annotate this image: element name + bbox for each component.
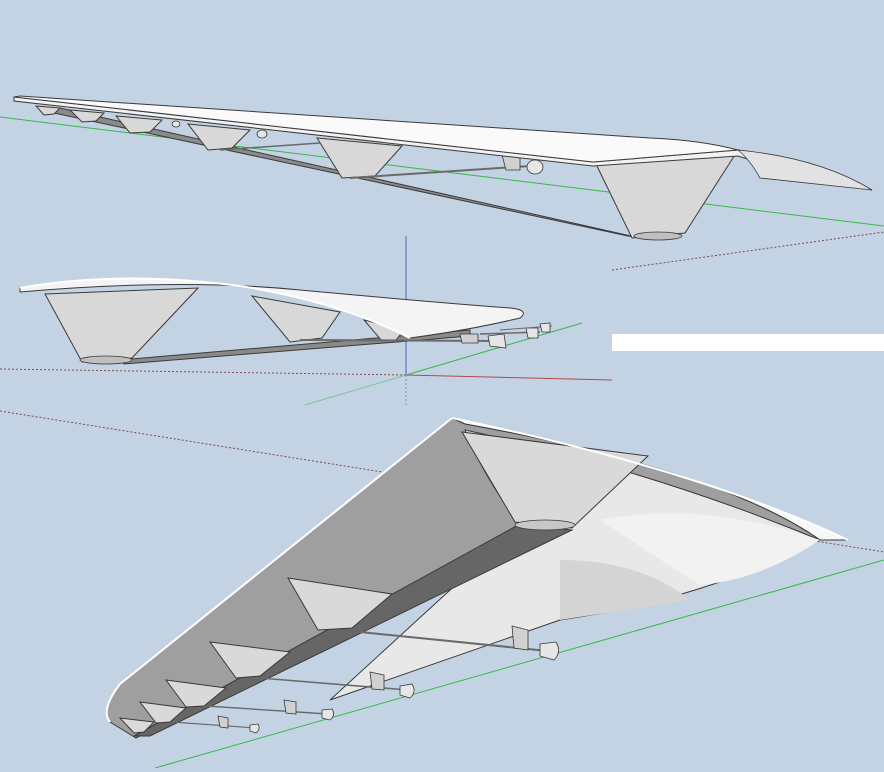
cone-base [514,519,576,531]
fin [459,333,479,344]
cone [164,679,228,708]
strut [349,165,531,179]
engine-pod-icon [171,120,181,128]
green-axis-bottom [154,559,884,769]
wing-edge-highlight [105,417,453,723]
side-view[interactable] [19,277,553,365]
cone-base [633,231,683,241]
wing-edge-highlight [451,417,849,541]
strut [219,142,321,151]
cone [287,577,394,631]
engine-pod-icon [526,159,544,175]
cone [114,115,164,134]
cone-base [79,355,133,365]
cone [118,717,156,734]
cone [138,701,188,724]
cone [208,641,292,679]
lower-surface-highlight [600,513,820,585]
engine-pod-icon [525,327,539,339]
cone [186,123,252,151]
fin [283,699,297,715]
green-axis-mid-back [304,374,407,406]
engine-pod-icon [256,129,268,139]
cone [34,105,62,116]
fin [511,625,529,651]
top-view[interactable] [13,95,873,241]
strut [205,705,329,715]
strut [171,721,257,729]
cone [461,431,650,529]
red-axis-dotted-top [611,231,884,271]
fin [217,715,229,729]
engine-pod-icon [249,723,260,734]
red-axis-dotted-mid [0,368,407,376]
lower-surface-shade [560,560,690,620]
engine-pod-icon [399,683,415,699]
cone [44,287,200,363]
selection-strip [612,334,884,351]
cone [68,109,106,123]
wing-edge-highlight [19,277,411,339]
engine-pod-icon [487,333,507,349]
wing-tip [736,149,873,191]
engine-pod-icon [539,641,559,661]
fin [369,671,385,691]
engine-pod-icon [321,708,334,721]
underside-view[interactable] [105,417,849,739]
engine-pod-icon [539,322,551,333]
red-axis-mid [405,374,613,381]
green-axis-mid [405,322,583,376]
cone [250,295,341,343]
